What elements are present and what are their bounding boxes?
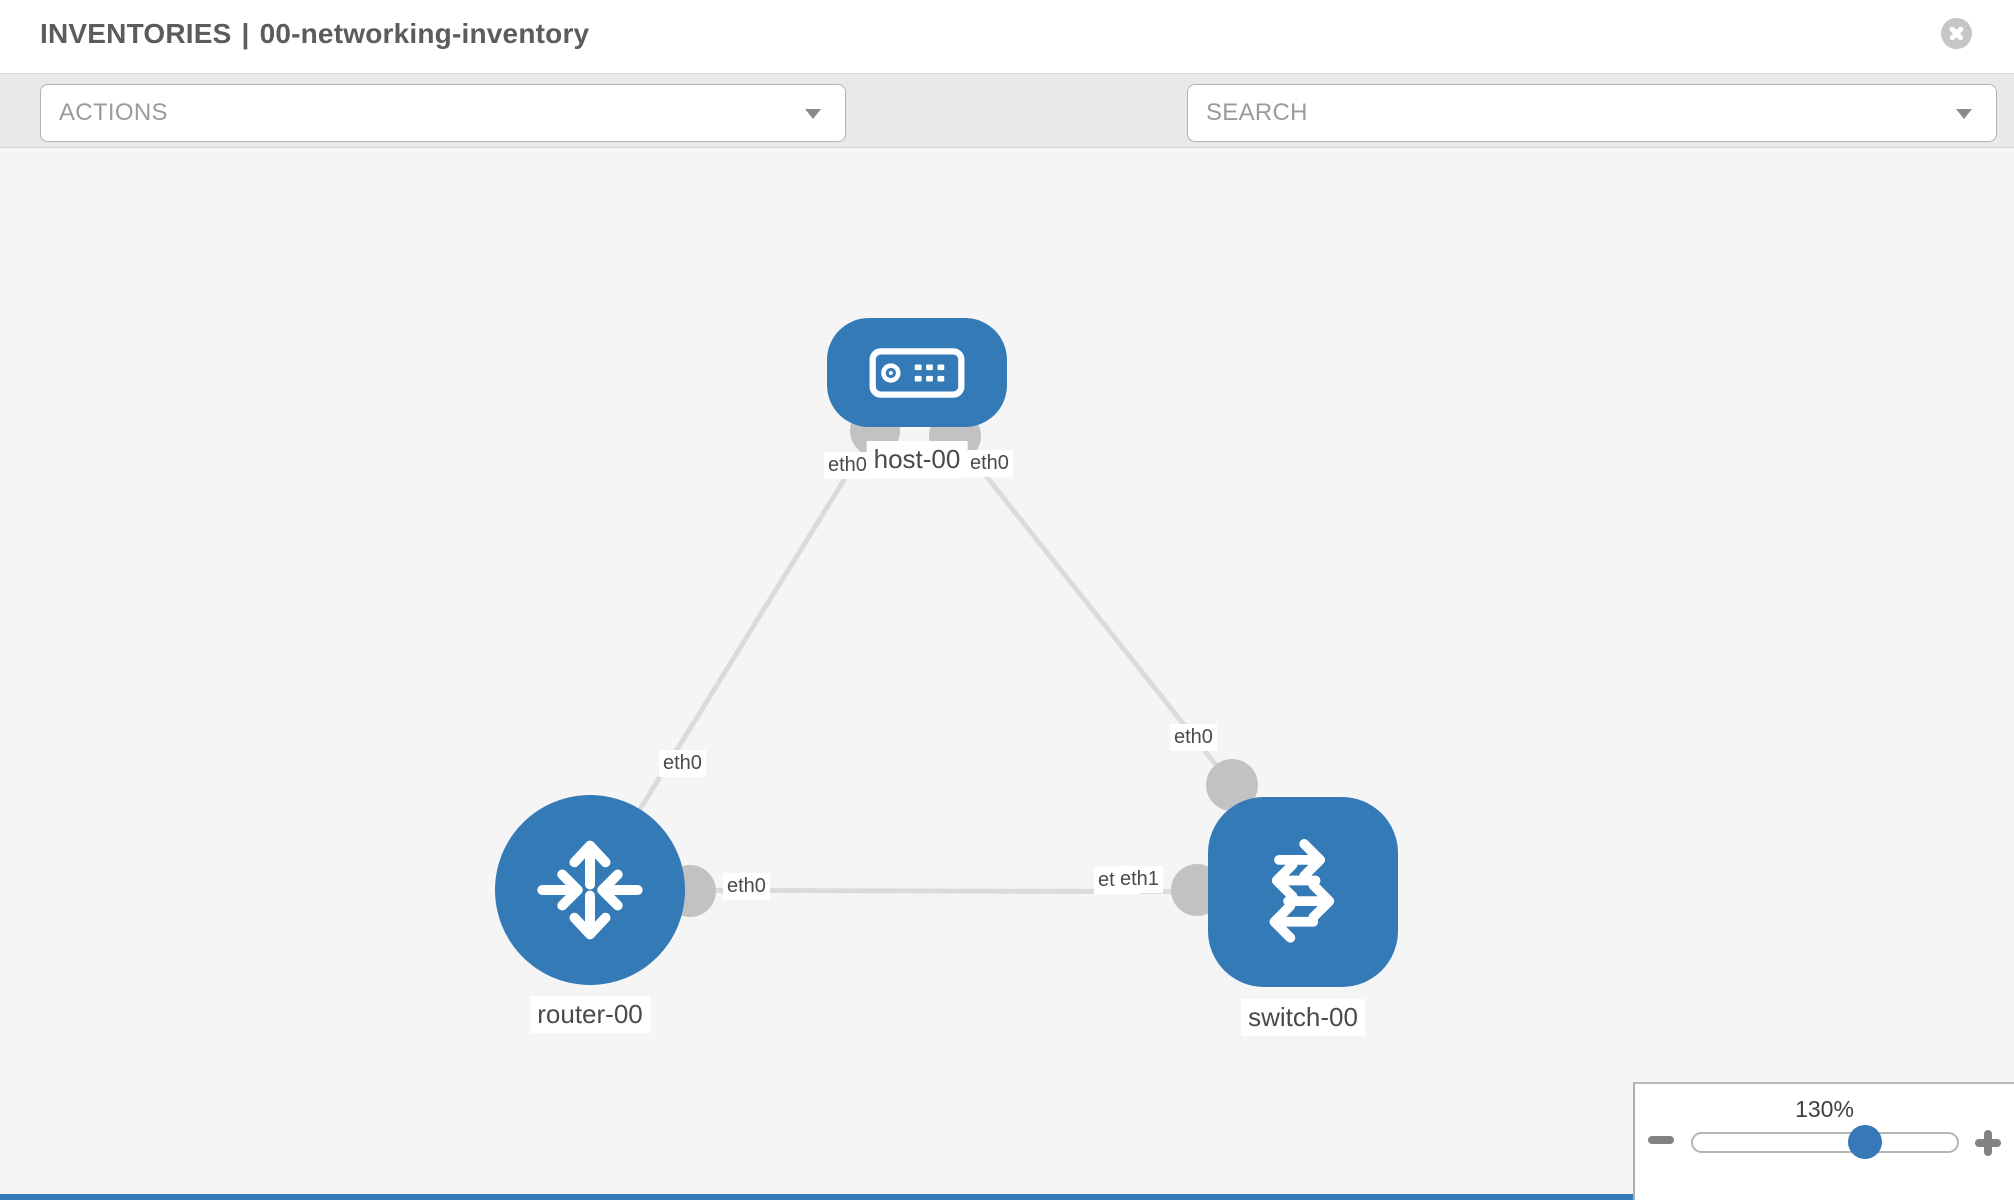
plus-icon: [1984, 1130, 1992, 1156]
inventory-name: 00-networking-inventory: [259, 18, 590, 49]
breadcrumb-section: INVENTORIES: [40, 18, 232, 49]
chevron-down-icon: [1956, 109, 1972, 119]
interface-label-eth0: eth0: [659, 750, 706, 777]
node-host-00[interactable]: [827, 318, 1007, 427]
bottom-accent-strip: [0, 1194, 1633, 1200]
node-switch-00[interactable]: [1208, 797, 1398, 987]
router-icon: [537, 840, 643, 940]
connector-switch-top: [1206, 759, 1258, 811]
title-separator: |: [241, 18, 250, 49]
zoom-in-button[interactable]: [1975, 1130, 2001, 1156]
actions-dropdown[interactable]: ACTIONS: [40, 84, 846, 142]
interface-label-eth0: eth0: [966, 450, 1013, 477]
header: INVENTORIES | 00-networking-inventory: [0, 0, 2014, 74]
node-label-router: router-00: [530, 996, 650, 1033]
actions-dropdown-label: ACTIONS: [59, 99, 168, 126]
zoom-slider[interactable]: [1691, 1125, 1959, 1159]
topology-links: [587, 406, 1304, 917]
toolbar: ACTIONS: [0, 74, 2014, 207]
search-dropdown-label: SEARCH: [1206, 99, 1308, 126]
port-connectors: [664, 406, 1258, 917]
page-title: INVENTORIES | 00-networking-inventory: [40, 18, 589, 50]
interface-label-eth0: eth0: [723, 873, 770, 900]
switch-icon: [1269, 839, 1335, 943]
interface-label-eth1: eth1: [1116, 866, 1163, 893]
zoom-slider-handle[interactable]: [1848, 1125, 1882, 1159]
node-label-switch: switch-00: [1241, 999, 1365, 1036]
host-icon: [869, 347, 965, 398]
chevron-down-icon: [805, 109, 821, 119]
node-router-00[interactable]: [495, 795, 685, 985]
interface-label-eth0: eth0: [824, 452, 871, 479]
node-label-host: host-00: [866, 441, 968, 478]
close-button[interactable]: [1941, 18, 1972, 49]
link-lines: [587, 428, 1304, 895]
zoom-panel: 130%: [1633, 1082, 2014, 1200]
search-dropdown[interactable]: SEARCH: [1187, 84, 1997, 142]
zoom-level: 130%: [1795, 1096, 1854, 1122]
topology-canvas[interactable]: host-00 router-00 switch-00 eth0 eth0 et…: [0, 148, 2014, 1200]
interface-label-eth0: eth0: [1170, 724, 1217, 751]
zoom-out-button[interactable]: [1648, 1136, 1674, 1144]
